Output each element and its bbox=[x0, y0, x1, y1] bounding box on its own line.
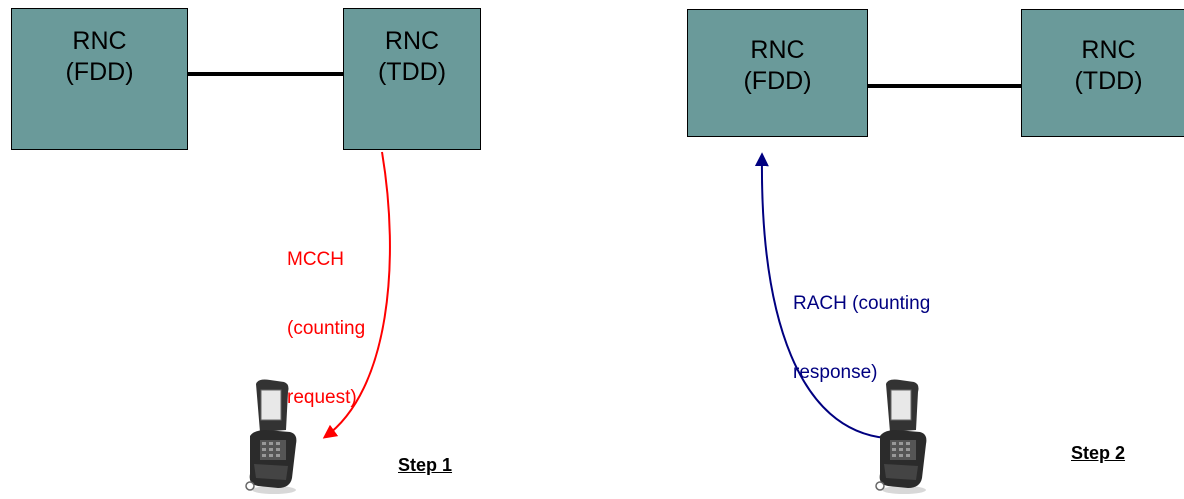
fdd-label: (FDD) bbox=[743, 67, 812, 95]
mcch-line2: (counting bbox=[287, 318, 366, 339]
rach-line1: RACH (counting bbox=[793, 293, 931, 314]
rnc-fdd-box-right: RNC (FDD) bbox=[687, 9, 868, 137]
rnc-link-right bbox=[868, 84, 1021, 88]
mcch-message-label: MCCH (counting request) bbox=[287, 202, 365, 432]
tdd-label: (TDD) bbox=[377, 58, 447, 86]
mobile-phone-icon bbox=[245, 379, 297, 494]
rnc-fdd-box-left: RNC (FDD) bbox=[11, 8, 188, 150]
rnc-tdd-box-left: RNC (TDD) bbox=[343, 8, 481, 150]
mobile-phone-icon bbox=[875, 379, 927, 494]
step-1-label: Step 1 bbox=[398, 455, 453, 475]
rnc-label: RNC bbox=[750, 36, 805, 64]
step-2-label: Step 2 bbox=[1071, 443, 1126, 463]
mcch-line3: request) bbox=[287, 387, 357, 408]
rach-arrow bbox=[754, 152, 887, 439]
fdd-label: (FDD) bbox=[65, 58, 134, 86]
rach-line2: response) bbox=[793, 362, 878, 383]
rnc-label: RNC bbox=[1081, 36, 1136, 64]
rnc-label: RNC bbox=[72, 27, 127, 55]
mcch-arrow bbox=[322, 151, 391, 439]
rnc-tdd-box-right: RNC (TDD) bbox=[1021, 9, 1184, 137]
rach-message-label: RACH (counting response) bbox=[793, 246, 930, 407]
rnc-link-left bbox=[188, 72, 343, 76]
rnc-label: RNC bbox=[384, 27, 440, 55]
tdd-label: (TDD) bbox=[1074, 67, 1143, 95]
mcch-line1: MCCH bbox=[287, 249, 344, 270]
